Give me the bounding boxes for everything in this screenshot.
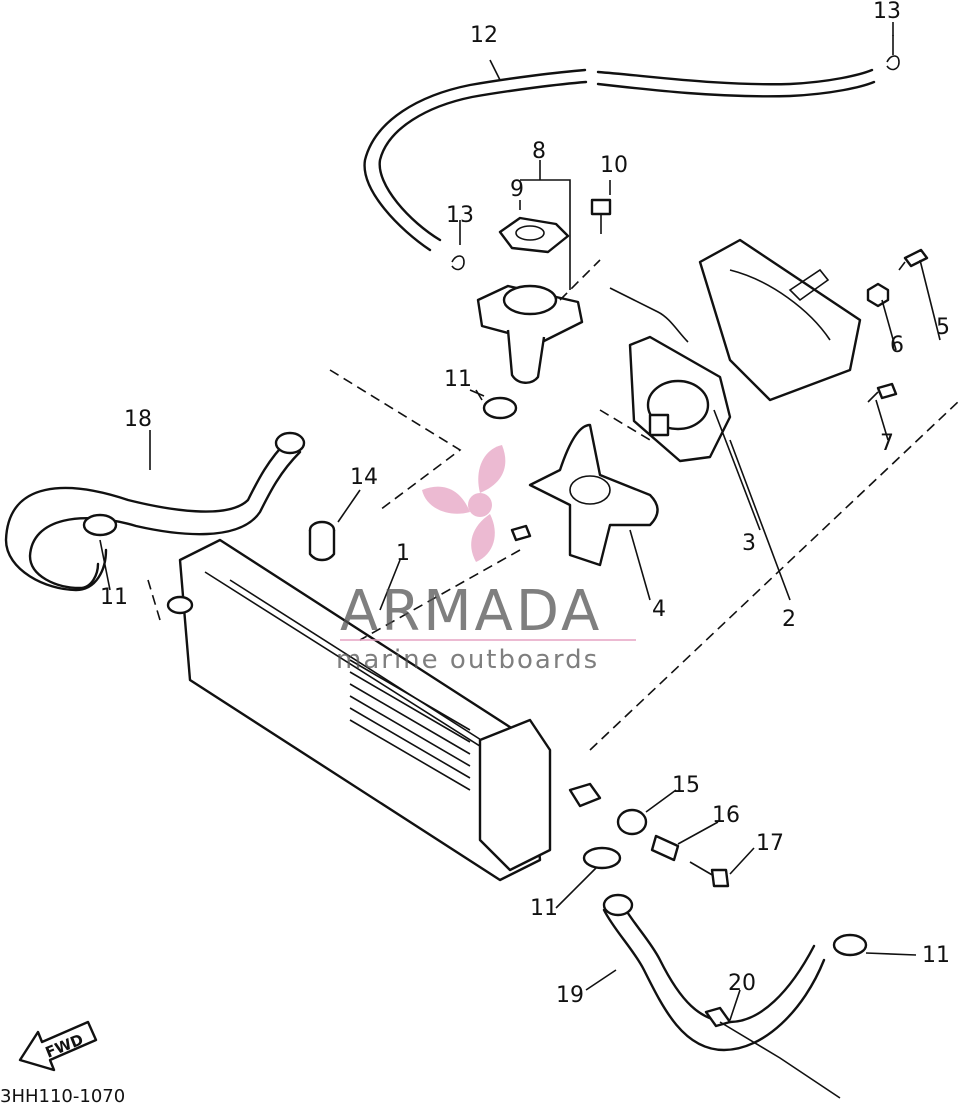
callout-19: 19 xyxy=(556,983,584,1008)
overflow-hose xyxy=(363,68,876,252)
callout-18: 18 xyxy=(124,407,152,432)
callout-11-b: 11 xyxy=(100,585,128,610)
drain-cap xyxy=(308,520,336,562)
filler-neck xyxy=(476,284,584,384)
watermark-tagline: marine outboards xyxy=(336,645,599,675)
callout-15: 15 xyxy=(672,773,700,798)
callout-11-c: 11 xyxy=(530,896,558,921)
callouts: 12 13 8 9 10 13 11 18 14 1 11 5 6 7 3 4 … xyxy=(100,0,950,1008)
bolt-5 xyxy=(898,248,929,271)
callout-8: 8 xyxy=(532,139,546,164)
callout-10: 10 xyxy=(600,153,628,178)
bolt-10 xyxy=(590,198,612,234)
lower-radiator-hose xyxy=(602,893,826,1052)
hose-clip-lower xyxy=(451,225,465,271)
callout-5: 5 xyxy=(936,315,950,340)
bolt-7 xyxy=(867,382,898,403)
callout-1: 1 xyxy=(396,541,410,566)
fan-motor xyxy=(609,287,732,463)
callout-11-d: 11 xyxy=(922,943,950,968)
fan-blade xyxy=(528,423,659,567)
hose-clip-upper xyxy=(886,35,900,71)
callout-11-a: 11 xyxy=(444,367,472,392)
grommet-15 xyxy=(616,808,648,836)
hose-clamp-a xyxy=(475,389,518,420)
watermark: ARMADA marine outboards xyxy=(336,445,636,675)
callout-14: 14 xyxy=(350,465,378,490)
fwd-arrow: FWD xyxy=(18,1020,98,1072)
hose-clamp-b xyxy=(82,513,118,537)
callout-6: 6 xyxy=(890,333,904,358)
callout-9: 9 xyxy=(510,177,524,202)
callout-17: 17 xyxy=(756,831,784,856)
callout-12: 12 xyxy=(470,23,498,48)
hose-clamp-c xyxy=(582,846,622,870)
nut-6 xyxy=(866,282,890,308)
leader-lines xyxy=(99,22,961,1021)
bolt-small xyxy=(510,524,532,542)
callout-7: 7 xyxy=(880,431,894,456)
callout-16: 16 xyxy=(712,803,740,828)
callout-3: 3 xyxy=(742,531,756,556)
fan-shroud xyxy=(698,238,862,402)
watermark-brand: ARMADA xyxy=(340,579,602,644)
bolt-17 xyxy=(689,861,730,888)
radiator-fins xyxy=(349,659,471,791)
callout-4: 4 xyxy=(652,597,666,622)
collar-16 xyxy=(650,834,680,862)
radiator-cap xyxy=(498,216,570,254)
callout-20: 20 xyxy=(728,971,756,996)
propeller-logo xyxy=(422,445,506,562)
callout-13-top: 13 xyxy=(873,0,901,24)
upper-radiator-hose xyxy=(4,431,306,592)
callout-13-mid: 13 xyxy=(446,203,474,228)
callout-2: 2 xyxy=(782,607,796,632)
diagram-code: 3HH110-1070 xyxy=(0,1086,125,1106)
radiator xyxy=(166,538,602,882)
cable-tie xyxy=(704,1006,841,1099)
hose-clamp-d xyxy=(832,933,868,957)
